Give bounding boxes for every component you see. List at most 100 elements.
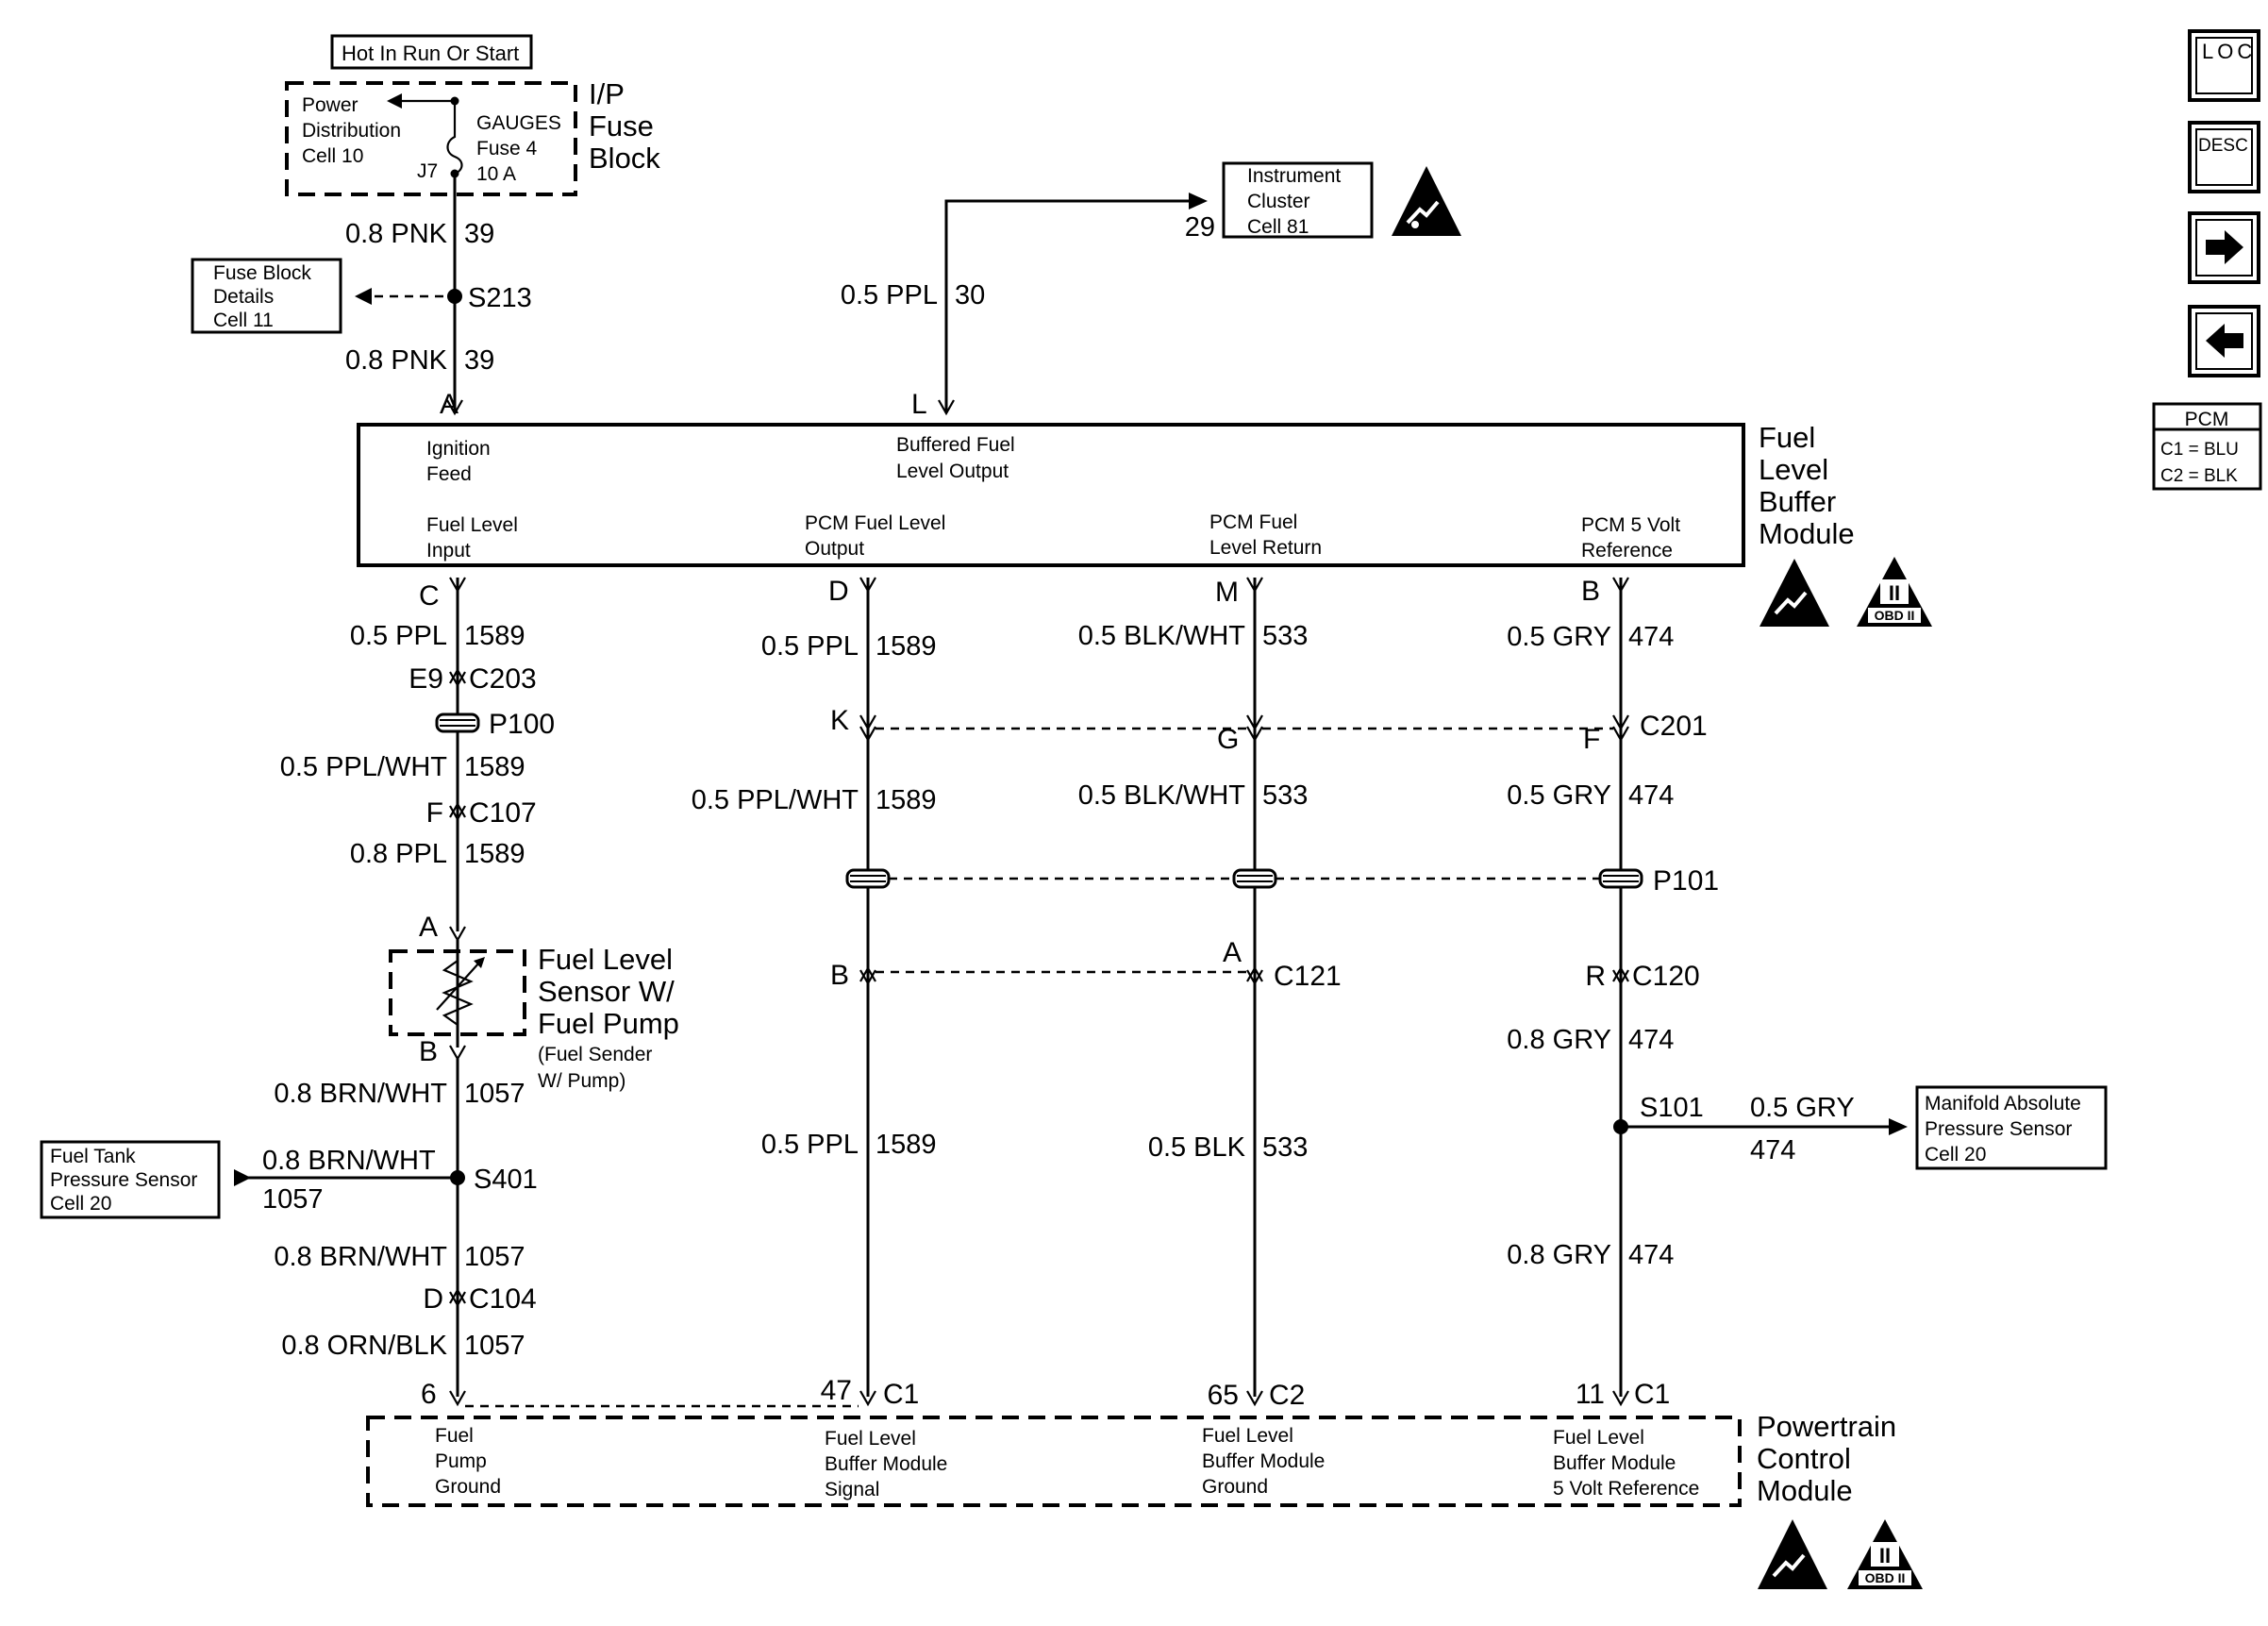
- pcm-pin-6: 6: [421, 1379, 437, 1410]
- pcm-legend-c2: C2 = BLK: [2160, 466, 2238, 486]
- wire-a-bottom-gauge: 0.8 PNK: [345, 345, 448, 376]
- previous-button[interactable]: [2188, 305, 2260, 377]
- power-dist-line1: Power: [302, 94, 359, 116]
- buffer-ground-l3: Ground: [1202, 1476, 1268, 1498]
- svg-text:II: II: [1889, 581, 1900, 605]
- module-name-l1: Fuel: [1759, 421, 1815, 454]
- module-name-l3: Buffer: [1759, 485, 1836, 518]
- p100-label: P100: [489, 709, 555, 740]
- next-button[interactable]: [2188, 211, 2260, 284]
- loc-button-label: LOC: [2202, 40, 2256, 63]
- pcm-legend-title: PCM: [2185, 409, 2229, 430]
- b-w4-gauge: 0.8 GRY: [1507, 1240, 1611, 1270]
- map-sensor-l1: Manifold Absolute: [1925, 1093, 2081, 1115]
- buffer-signal-l1: Fuel Level: [825, 1428, 916, 1450]
- pin-c: C: [419, 580, 440, 612]
- c104-label: C104: [469, 1283, 537, 1315]
- b-c201-pin: F: [1583, 724, 1600, 755]
- c-w6-circuit: 1057: [464, 1331, 525, 1361]
- pcm-5v-ref-l1: PCM 5 Volt: [1581, 514, 1680, 536]
- buffer-signal-l2: Buffer Module: [825, 1453, 947, 1475]
- pin-d: D: [828, 576, 849, 607]
- c107-pin: F: [426, 797, 443, 829]
- ip-fuse-block-l1: I/P: [589, 77, 625, 110]
- d-w3-gauge: 0.5 PPL: [761, 1130, 859, 1160]
- buffered-output-l1: Buffered Fuel: [896, 434, 1015, 456]
- arrow-left-icon: [2206, 324, 2243, 358]
- splice-s213-label: S213: [468, 283, 532, 313]
- ic-pin: 29: [1185, 212, 1215, 243]
- pcm-pin-47: 47: [821, 1375, 852, 1406]
- c-w3-circuit: 1589: [464, 839, 525, 869]
- fuel-level-buffer-module-box: [357, 423, 1745, 567]
- fuel-pump-ground-l3: Ground: [435, 1476, 501, 1498]
- pcm-fuel-level-return-l2: Level Return: [1209, 537, 1322, 559]
- c203-label: C203: [469, 663, 537, 695]
- wire-a-bottom-circuit: 39: [464, 345, 494, 376]
- d-w1-gauge: 0.5 PPL: [761, 631, 859, 662]
- module-name-l4: Module: [1759, 517, 1855, 550]
- loc-button[interactable]: LOC: [2188, 29, 2260, 102]
- p101-label: P101: [1653, 865, 1719, 897]
- pcm-conn-c1-b: C1: [1634, 1379, 1670, 1410]
- s101-label: S101: [1640, 1093, 1704, 1123]
- c-w1-circuit: 1589: [464, 621, 525, 651]
- buffer-signal-l3: Signal: [825, 1479, 879, 1500]
- esd-warning-icon: [1758, 1519, 1827, 1589]
- pcm-conn-c2: C2: [1269, 1380, 1305, 1411]
- pcm-name-l1: Powertrain: [1757, 1410, 1896, 1443]
- fuse-rating: 10 A: [476, 163, 516, 185]
- c-w5-gauge: 0.8 BRN/WHT: [274, 1242, 447, 1272]
- c-w2-gauge: 0.5 PPL/WHT: [280, 752, 448, 782]
- power-dist-line3: Cell 10: [302, 145, 363, 167]
- m-w3-circuit: 533: [1262, 1132, 1308, 1163]
- b-w3-circuit: 474: [1628, 1025, 1674, 1055]
- power-dist-line2: Distribution: [302, 120, 401, 142]
- sensor-name-l3: Fuel Pump: [538, 1007, 679, 1040]
- map-sensor-l3: Cell 20: [1925, 1144, 1986, 1165]
- fuse-block-details-box: [191, 258, 342, 334]
- b-w2-gauge: 0.5 GRY: [1507, 780, 1611, 811]
- d-w3-circuit: 1589: [876, 1130, 937, 1160]
- d-w2-gauge: 0.5 PPL/WHT: [692, 785, 859, 815]
- tank-sensor-l2: Pressure Sensor: [50, 1169, 197, 1191]
- c-w1-gauge: 0.5 PPL: [350, 621, 447, 651]
- pass-through-p101-b-icon: [1598, 868, 1643, 889]
- arrow-right-icon: [1889, 1118, 1908, 1135]
- ip-fuse-block-l2: Fuse: [589, 109, 654, 142]
- variable-resistor-icon: [442, 960, 474, 1026]
- d-c201-pin: K: [830, 705, 849, 736]
- tank-sensor-l3: Cell 20: [50, 1193, 111, 1215]
- fuel-level-input-l1: Fuel Level: [426, 514, 518, 536]
- pass-through-p101-d-icon: [845, 868, 891, 889]
- wire-a-top-circuit: 39: [464, 219, 494, 249]
- arrow-right-icon: [2206, 230, 2243, 264]
- fuel-level-input-l2: Input: [426, 540, 471, 562]
- b-w2-circuit: 474: [1628, 780, 1674, 811]
- splice-s213: [447, 289, 462, 304]
- esd-warning-icon: [1759, 559, 1829, 627]
- desc-button-label: DESC: [2198, 136, 2248, 156]
- arrow-right-icon: [1189, 193, 1208, 210]
- fuel-pump-ground-l2: Pump: [435, 1450, 487, 1472]
- c203-pin: E9: [409, 663, 443, 695]
- ip-fuse-block-l3: Block: [589, 142, 660, 175]
- ignition-feed-l2: Feed: [426, 463, 472, 485]
- wire-l-circuit: 30: [955, 280, 985, 310]
- splice-s401: [450, 1170, 465, 1185]
- desc-button[interactable]: DESC: [2188, 121, 2260, 193]
- sensor-sub-l2: W/ Pump): [538, 1070, 625, 1092]
- pcm-name-l3: Module: [1757, 1474, 1853, 1507]
- svg-text:OBD II: OBD II: [1865, 1570, 1906, 1585]
- arrow-left-icon: [387, 93, 402, 109]
- svg-text:II: II: [1879, 1544, 1891, 1567]
- map-sensor-box: [1915, 1085, 2108, 1170]
- fuse-pin: J7: [417, 160, 438, 182]
- pcm-fuel-level-output-l2: Output: [805, 538, 864, 560]
- map-sensor-l2: Pressure Sensor: [1925, 1118, 2072, 1140]
- c-w6-gauge: 0.8 ORN/BLK: [281, 1331, 447, 1361]
- c201-label: C201: [1640, 711, 1708, 742]
- buffer-5v-l3: 5 Volt Reference: [1553, 1478, 1699, 1500]
